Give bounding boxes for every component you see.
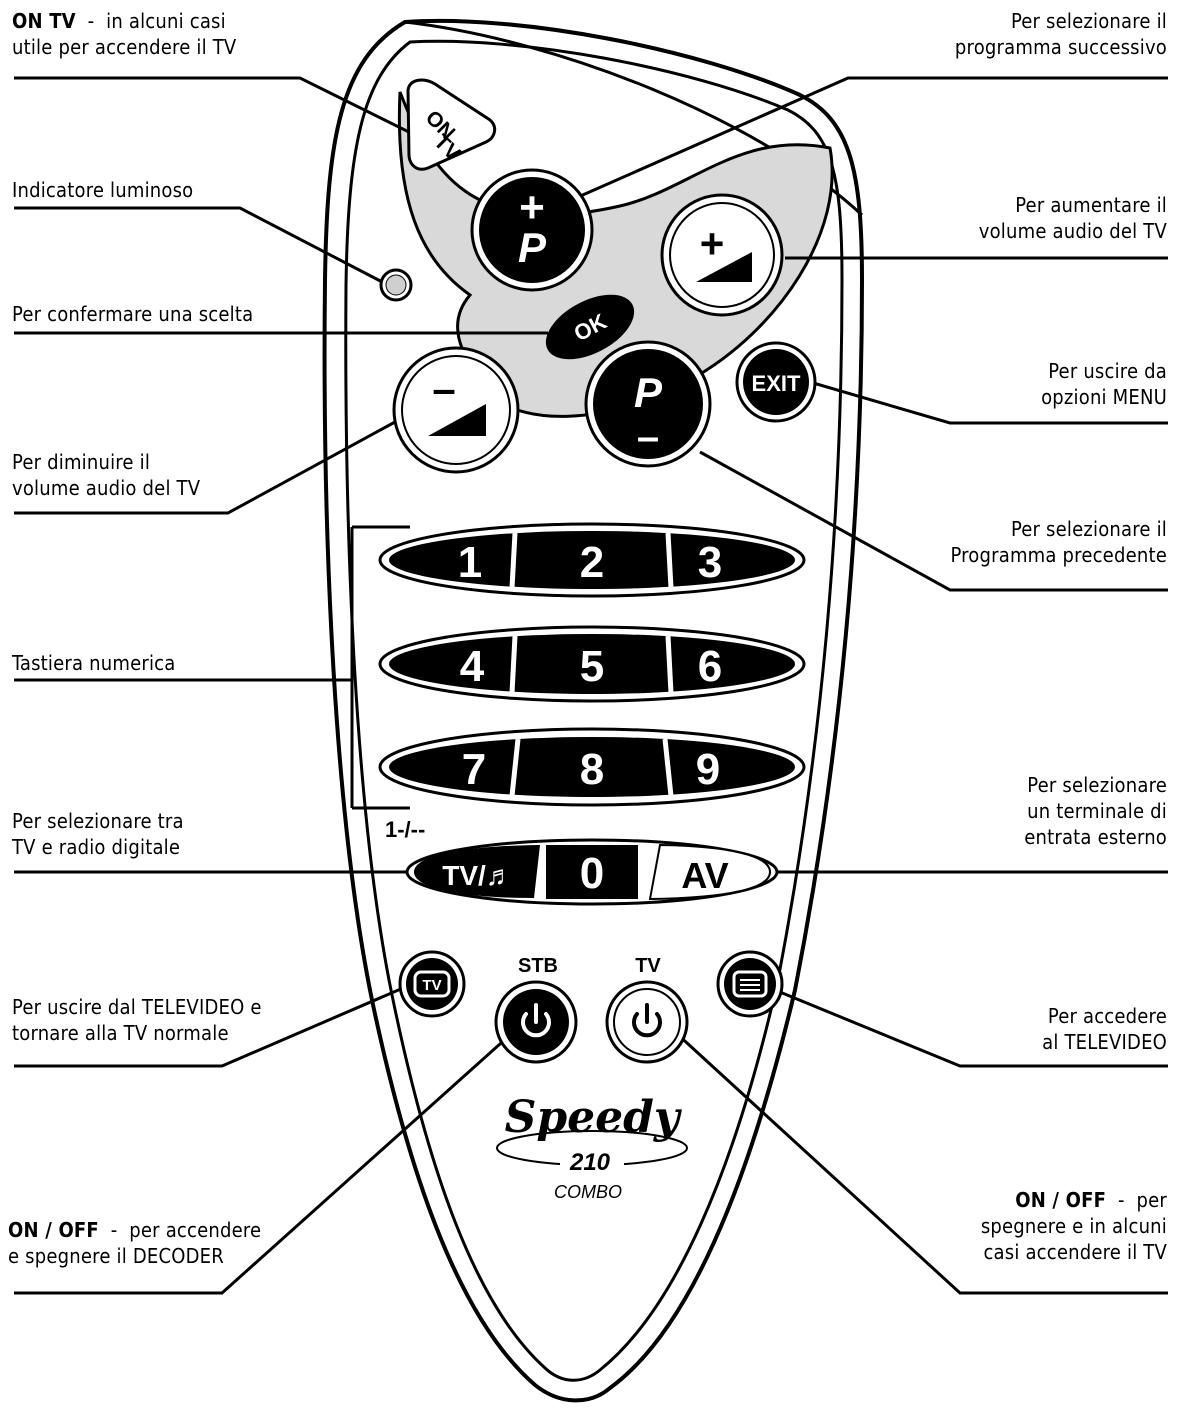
label-confirm-line1: Per confermare una scelta — [12, 301, 253, 327]
label-televideo-line2: al TELEVIDEO — [1042, 1029, 1167, 1055]
label-exit-televideo: Per uscire dal TELEVIDEO e tornare alla … — [12, 994, 262, 1046]
key-3[interactable]: 3 — [698, 538, 722, 587]
label-program-prev: Per selezionare il Programma precedente — [950, 516, 1167, 568]
label-av-line1: Per selezionare — [1024, 772, 1167, 798]
tv-key-label: TV — [422, 977, 441, 994]
label-exit-menu-line2: opzioni MENU — [1041, 384, 1167, 410]
label-onoff-tv: ON / OFF - per spegnere e in alcuni casi… — [981, 1187, 1167, 1265]
key-9[interactable]: 9 — [696, 745, 720, 794]
label-exit-televideo-line2: tornare alla TV normale — [12, 1020, 262, 1046]
key-5[interactable]: 5 — [580, 642, 604, 691]
indicator-light — [381, 270, 411, 300]
exit-button[interactable]: EXIT — [737, 343, 815, 421]
program-up-letter: P — [518, 224, 547, 271]
tv-label: TV — [635, 955, 661, 977]
label-confirm: Per confermare una scelta — [12, 301, 253, 327]
label-on-tv-rest: - in alcuni casi — [76, 9, 226, 33]
label-onoff-tv-rest: - per — [1106, 1188, 1167, 1212]
label-exit-televideo-line1: Per uscire dal TELEVIDEO e — [12, 994, 262, 1020]
combo-text: COMBO — [554, 1182, 622, 1202]
volume-up-plus: + — [700, 220, 725, 267]
label-keypad-line1: Tastiera numerica — [12, 650, 175, 676]
volume-down-button[interactable]: – — [394, 348, 518, 472]
label-onoff-tv-line3: casi accendere il TV — [981, 1239, 1167, 1265]
label-av-line2: un terminale di — [1024, 798, 1167, 824]
volume-down-minus: – — [432, 365, 455, 412]
label-volume-down-line1: Per diminuire il — [12, 449, 200, 475]
label-indicator-line1: Indicatore luminoso — [12, 177, 193, 203]
label-onoff-decoder-strong: ON / OFF — [8, 1218, 99, 1242]
label-volume-up-line1: Per aumentare il — [979, 192, 1167, 218]
model-text: 210 — [569, 1149, 611, 1176]
label-televideo-line1: Per accedere — [1042, 1003, 1167, 1029]
label-on-tv-line2: utile per accendere il TV — [12, 34, 236, 60]
label-program-next-line1: Per selezionare il — [955, 8, 1167, 34]
label-volume-down: Per diminuire il volume audio del TV — [12, 449, 200, 501]
label-av: Per selezionare un terminale di entrata … — [1024, 772, 1167, 850]
one-dash-label: 1-/-- — [385, 817, 425, 842]
program-down-button[interactable]: P – — [586, 342, 710, 466]
label-onoff-decoder-rest: - per accendere — [99, 1218, 261, 1242]
keypad-row-2: 4 5 6 — [380, 627, 804, 701]
label-onoff-decoder: ON / OFF - per accendere e spegnere il D… — [8, 1217, 261, 1269]
label-program-prev-line2: Programma precedente — [950, 542, 1167, 568]
label-televideo: Per accedere al TELEVIDEO — [1042, 1003, 1167, 1055]
keypad-row-1: 1 2 3 — [380, 524, 804, 596]
tv-radio-key[interactable]: TV/♬ — [442, 860, 514, 891]
label-tv-radio-line1: Per selezionare tra — [12, 808, 184, 834]
label-on-tv: ON TV - in alcuni casi utile per accende… — [12, 8, 236, 60]
label-volume-up: Per aumentare il volume audio del TV — [979, 192, 1167, 244]
exit-label: EXIT — [752, 371, 801, 396]
label-onoff-tv-strong: ON / OFF — [1015, 1188, 1106, 1212]
program-down-minus: – — [637, 415, 659, 459]
label-av-line3: entrata esterno — [1024, 824, 1167, 850]
label-volume-down-line2: volume audio del TV — [12, 475, 200, 501]
tv-power-button[interactable] — [607, 982, 687, 1062]
label-program-prev-line1: Per selezionare il — [950, 516, 1167, 542]
key-6[interactable]: 6 — [698, 642, 722, 691]
label-tv-radio-line2: TV e radio digitale — [12, 834, 184, 860]
stb-power-button[interactable] — [496, 982, 576, 1062]
key-7[interactable]: 7 — [462, 745, 486, 794]
label-onoff-decoder-line2: e spegnere il DECODER — [8, 1243, 261, 1269]
label-exit-menu-line1: Per uscire da — [1041, 358, 1167, 384]
label-on-tv-strong: ON TV — [12, 9, 76, 33]
label-onoff-tv-line2: spegnere e in alcuni — [981, 1213, 1167, 1239]
label-exit-menu: Per uscire da opzioni MENU — [1041, 358, 1167, 410]
volume-up-button[interactable]: + — [662, 195, 782, 315]
av-key[interactable]: AV — [681, 855, 728, 896]
label-volume-up-line2: volume audio del TV — [979, 218, 1167, 244]
stb-label: STB — [518, 955, 558, 977]
tv-mode-button[interactable]: TV — [400, 952, 464, 1016]
label-indicator: Indicatore luminoso — [12, 177, 193, 203]
label-keypad: Tastiera numerica — [12, 650, 175, 676]
label-tv-radio: Per selezionare tra TV e radio digitale — [12, 808, 184, 860]
label-program-next-line2: programma successivo — [955, 34, 1167, 60]
key-1[interactable]: 1 — [458, 538, 482, 587]
program-down-letter: P — [634, 369, 663, 416]
program-up-button[interactable]: + P — [472, 170, 592, 290]
key-2[interactable]: 2 — [580, 538, 604, 587]
label-program-next: Per selezionare il programma successivo — [955, 8, 1167, 60]
keypad-row-0: TV/♬ 0 AV — [407, 840, 777, 904]
key-0[interactable]: 0 — [580, 849, 604, 898]
brand-text: Speedy — [505, 1092, 683, 1143]
key-8[interactable]: 8 — [580, 745, 604, 794]
key-4[interactable]: 4 — [460, 642, 485, 691]
keypad-row-3: 7 8 9 — [380, 729, 804, 805]
televideo-button[interactable] — [718, 952, 782, 1016]
